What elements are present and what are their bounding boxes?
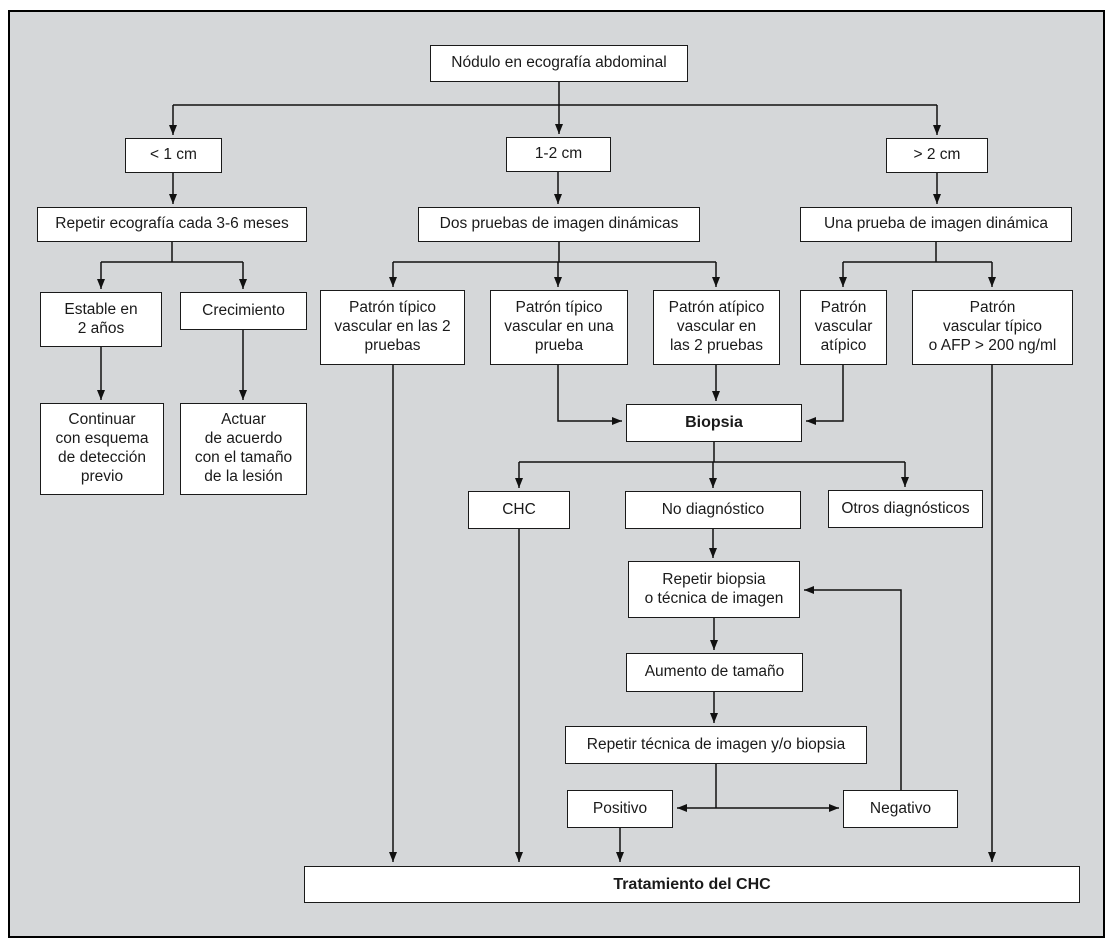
- node-continuar-esquema: Continuar con esquema de detección previ…: [40, 403, 164, 495]
- node-menor-1cm: < 1 cm: [125, 138, 222, 173]
- node-positivo: Positivo: [567, 790, 673, 828]
- node-estable-2-anos: Estable en 2 años: [40, 292, 162, 347]
- node-tratamiento-chc: Tratamiento del CHC: [304, 866, 1080, 903]
- node-repetir-biopsia: Repetir biopsia o técnica de imagen: [628, 561, 800, 618]
- node-repetir-ecografia: Repetir ecografía cada 3-6 meses: [37, 207, 307, 242]
- node-aumento-tamano: Aumento de tamaño: [626, 653, 803, 692]
- node-patron-vascular-tipico: Patrón vascular típico o AFP > 200 ng/ml: [912, 290, 1073, 365]
- node-patron-tipico-1-prueba: Patrón típico vascular en una prueba: [490, 290, 628, 365]
- node-una-prueba: Una prueba de imagen dinámica: [800, 207, 1072, 242]
- node-patron-atipico-2-pruebas: Patrón atípico vascular en las 2 pruebas: [653, 290, 780, 365]
- node-actuar-tamano-lesion: Actuar de acuerdo con el tamaño de la le…: [180, 403, 307, 495]
- node-mayor-2cm: > 2 cm: [886, 138, 988, 173]
- node-otros-diagnosticos: Otros diagnósticos: [828, 490, 983, 528]
- node-repetir-tecnica: Repetir técnica de imagen y/o biopsia: [565, 726, 867, 764]
- node-1-2cm: 1-2 cm: [506, 137, 611, 172]
- node-chc: CHC: [468, 491, 570, 529]
- node-no-diagnostico: No diagnóstico: [625, 491, 801, 529]
- node-negativo: Negativo: [843, 790, 958, 828]
- node-patron-vascular-atipico: Patrón vascular atípico: [800, 290, 887, 365]
- node-dos-pruebas: Dos pruebas de imagen dinámicas: [418, 207, 700, 242]
- node-patron-tipico-2-pruebas: Patrón típico vascular en las 2 pruebas: [320, 290, 465, 365]
- node-crecimiento: Crecimiento: [180, 292, 307, 330]
- node-nodulo-ecografia: Nódulo en ecografía abdominal: [430, 45, 688, 82]
- node-biopsia: Biopsia: [626, 404, 802, 442]
